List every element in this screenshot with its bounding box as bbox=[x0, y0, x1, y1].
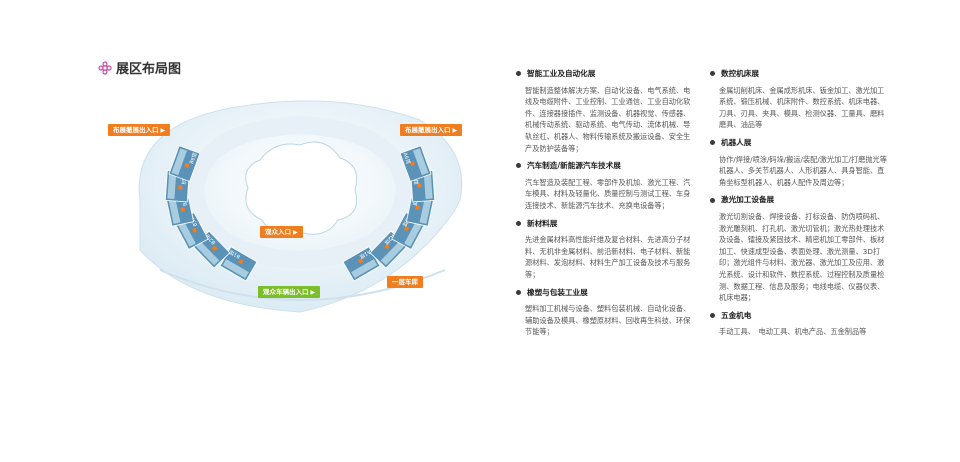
west-registration-entrance: 布展撤展出入口▶ bbox=[108, 124, 171, 136]
exhibit-column-left: 智能工业及自动化展智能制造整体解决方案、自动化设备、电气系统、电线及电缆附件、工… bbox=[516, 68, 696, 344]
bullet-dot-icon bbox=[516, 289, 521, 295]
bullet-dot-icon bbox=[710, 71, 715, 77]
section-description: 智能制造整体解决方案、自动化设备、电气系统、电线及电缆附件、工业控制、工业通信、… bbox=[525, 85, 691, 153]
section-heading: 五金机电 bbox=[710, 310, 890, 322]
section-description: 协作/焊接/喷涂/码垛/搬运/装配/激光加工/打磨抛光等机器人、多关节机器人、人… bbox=[719, 154, 887, 187]
level1-parking-label: 一层车库 bbox=[387, 276, 423, 288]
exhibition-map: B1馆B2馆B3馆B4馆B5馆B6馆A1馆A2馆A3馆A4馆A5馆A6馆 布展撤… bbox=[100, 80, 490, 320]
section-description: 手动工具、 电动工具、机电产品、五金制品等 bbox=[719, 327, 867, 337]
hall-entry-marker bbox=[184, 163, 190, 169]
hall-roof bbox=[177, 220, 196, 247]
hall-roof bbox=[413, 148, 429, 176]
hall-roof bbox=[423, 172, 433, 200]
hall-roof bbox=[404, 220, 423, 247]
hall-roof bbox=[351, 259, 378, 279]
venue-layout-svg: B1馆B2馆B3馆B4馆B5馆B6馆A1馆A2馆A3馆A4馆A5馆A6馆 bbox=[138, 100, 463, 313]
section-title: 新材料展 bbox=[527, 218, 558, 228]
section-title: 汽车制造/新能源汽车技术展 bbox=[527, 161, 621, 171]
hall-label: B6馆 bbox=[188, 152, 199, 165]
section-title: 机器人展 bbox=[721, 137, 752, 147]
hall-label: A6馆 bbox=[401, 152, 412, 165]
section-heading: 橡塑与包装工业展 bbox=[516, 287, 696, 299]
section-title: 智能工业及自动化展 bbox=[527, 69, 596, 78]
section-heading: 机器人展 bbox=[710, 137, 890, 149]
section-title: 激光加工设备展 bbox=[721, 195, 775, 205]
exhibit-section: 五金机电手动工具、 电动工具、机电产品、五金制品等 bbox=[710, 310, 890, 338]
hall-roof bbox=[380, 241, 404, 266]
bullet-dot-icon bbox=[710, 140, 715, 146]
section-title: 五金机电 bbox=[721, 310, 752, 320]
hall-entry-marker bbox=[191, 227, 198, 234]
audience-entrance: 观众入口▶ bbox=[260, 226, 303, 238]
exhibit-section: 激光加工设备展激光切割设备、焊接设备、打标设备、防伪喷码机、激光雕刻机、打孔机、… bbox=[710, 194, 890, 303]
section-description: 金属切削机床、金属成形机床、钣金加工、激光加工系统、锻压机械、机床附件、数控系统… bbox=[719, 85, 885, 130]
bullet-dot-icon bbox=[516, 220, 521, 226]
section-heading: 激光加工设备展 bbox=[710, 194, 890, 206]
exhibit-section: 智能工业及自动化展智能制造整体解决方案、自动化设备、电气系统、电线及电缆附件、工… bbox=[516, 68, 696, 154]
hall-roof bbox=[168, 196, 181, 224]
bullet-dot-icon bbox=[710, 197, 715, 203]
hall-roof bbox=[167, 172, 177, 200]
section-description: 汽车智造及装配工程、零部件及机加、激光工程、汽车模具、材料及轻量化、质量控制与测… bbox=[525, 177, 691, 210]
hall-entry-marker bbox=[180, 207, 186, 212]
bullet-dot-icon bbox=[516, 71, 521, 77]
ring-corridor bbox=[185, 115, 415, 270]
section-heading: 新材料展 bbox=[516, 218, 696, 230]
hall-roof bbox=[222, 259, 249, 279]
exhibition-hall: A6馆 bbox=[399, 145, 432, 182]
hall-label: B1馆 bbox=[228, 248, 242, 260]
audience-vehicle-entrance: 观众车辆出入口▶ bbox=[258, 286, 321, 298]
hall-entry-marker bbox=[358, 258, 364, 264]
page-title: 展区布局图 bbox=[116, 62, 182, 77]
hall-entry-marker bbox=[384, 244, 390, 250]
hall-roof bbox=[419, 196, 432, 224]
exhibit-section: 机器人展协作/焊接/喷涂/码垛/搬运/装配/激光加工/打磨抛光等机器人、多关节机… bbox=[710, 137, 890, 188]
exhibit-section: 汽车制造/新能源汽车技术展汽车智造及装配工程、零部件及机加、激光工程、汽车模具、… bbox=[516, 160, 696, 211]
page-header: 展区布局图 bbox=[98, 58, 181, 77]
east-registration-entrance: 布展撤展出入口▶ bbox=[400, 124, 463, 136]
section-heading: 汽车制造/新能源汽车技术展 bbox=[516, 160, 696, 172]
exhibit-section: 数控机床展金属切削机床、金属成形机床、钣金加工、激光加工系统、锻压机械、机床附件… bbox=[710, 68, 890, 131]
hall-entry-marker bbox=[403, 225, 410, 232]
exhibit-section: 新材料展先进金属材料高性能纤维及复合材料、先进高分子材料、无机非金属材料、前沿新… bbox=[516, 218, 696, 281]
section-heading: 数控机床展 bbox=[710, 68, 890, 80]
section-heading: 智能工业及自动化展 bbox=[516, 68, 696, 80]
exhibit-column-right: 数控机床展金属切削机床、金属成形机床、钣金加工、激光加工系统、锻压机械、机床附件… bbox=[710, 68, 890, 344]
hall-entry-marker bbox=[211, 245, 218, 252]
hall-entry-marker bbox=[417, 183, 422, 188]
section-description: 激光切割设备、焊接设备、打标设备、防伪喷码机、激光雕刻机、打孔机、激光切管机；激… bbox=[719, 211, 885, 303]
central-courtyard bbox=[245, 141, 358, 236]
bullet-dot-icon bbox=[710, 312, 715, 318]
section-title: 橡塑与包装工业展 bbox=[527, 287, 588, 297]
hall-label: A1馆 bbox=[358, 248, 372, 260]
section-description: 先进金属材料高性能纤维及复合材料、先进高分子材料、无机非金属材料、前沿新材料、电… bbox=[525, 235, 691, 279]
hall-entry-marker bbox=[238, 259, 244, 265]
hall-roof bbox=[171, 148, 187, 176]
bullet-dot-icon bbox=[516, 163, 521, 169]
hall-roof bbox=[196, 241, 220, 266]
hall-entry-marker bbox=[415, 205, 420, 211]
exhibition-hall: B6馆 bbox=[168, 145, 201, 182]
exhibit-section: 橡塑与包装工业展塑料加工机械与设备、塑料包装机械、自动化设备、辅助设备及模具、橡… bbox=[516, 287, 696, 338]
section-description: 塑料加工机械与设备、塑料包装机械、自动化设备、辅助设备及模具、橡塑原材料、回收再… bbox=[525, 304, 691, 337]
section-title: 数控机床展 bbox=[721, 69, 759, 78]
hall-entry-marker bbox=[409, 161, 415, 167]
hall-entry-marker bbox=[178, 185, 183, 190]
flower-icon bbox=[98, 60, 112, 75]
